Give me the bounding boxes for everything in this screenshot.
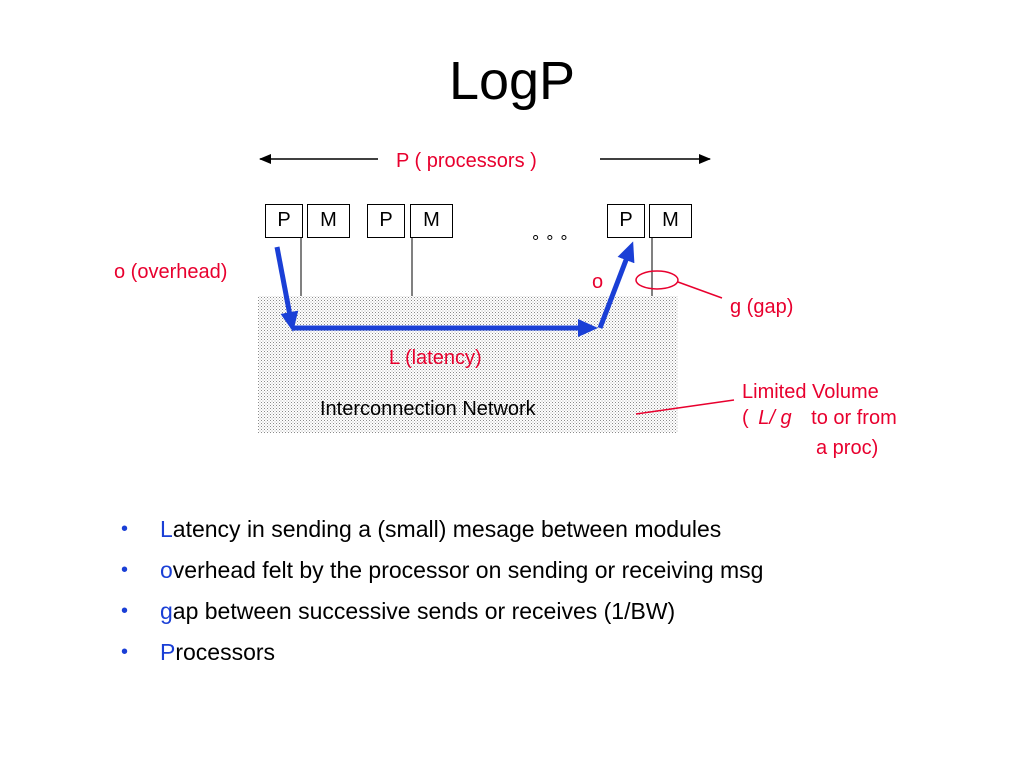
processor-box-2: P <box>367 204 405 238</box>
limited-volume-line2: ( L/ g to or from <box>742 406 897 430</box>
bullet-lead-letter: L <box>160 516 173 542</box>
volume-open-paren: ( <box>742 407 749 429</box>
gap-leader-line <box>677 281 723 299</box>
bullet-glyph: • <box>121 518 129 540</box>
limited-volume-line3: a proc) <box>816 437 879 459</box>
processor-box-1: P <box>265 204 303 238</box>
list-item: • Latency in sending a (small) mesage bet… <box>118 509 968 550</box>
interconnection-network-region <box>258 296 678 433</box>
more-nodes-ellipsis: ° ° ° <box>532 232 569 252</box>
slide-title: LogP <box>448 51 576 111</box>
memory-box-1: M <box>307 204 350 238</box>
bullet-lead-letter: P <box>160 639 176 665</box>
limited-volume-label: Limited Volume <box>742 381 879 403</box>
volume-direction: to or from <box>811 407 897 429</box>
volume-ratio: L/ g <box>758 407 792 429</box>
overhead-label: o (overhead) <box>114 261 228 283</box>
bullet-lead-letter: g <box>160 598 173 624</box>
volume-leader-line <box>635 399 735 415</box>
list-item: • overhead felt by the processor on sendi… <box>118 550 968 591</box>
bullet-glyph: • <box>121 641 129 663</box>
overhead-receive-arrow <box>597 241 635 329</box>
bullet-glyph: • <box>121 559 129 581</box>
latency-label: L (latency) <box>389 347 482 369</box>
bullet-text: ap between successive sends or receives … <box>172 598 676 624</box>
list-item: • Processors <box>118 632 968 673</box>
definition-list: • Latency in sending a (small) mesage bet… <box>118 509 968 673</box>
gap-label: g (gap) <box>730 296 794 318</box>
bullet-glyph: • <box>121 600 129 622</box>
network-label: Interconnection Network <box>320 398 536 420</box>
bullet-lead-letter: o <box>160 557 173 583</box>
processors-label: P ( processors ) <box>396 150 537 172</box>
list-item: • gap between successive sends or receive… <box>118 591 968 632</box>
overhead-send-arrow <box>274 246 299 332</box>
bullet-text: rocessors <box>175 639 276 665</box>
memory-box-3: M <box>649 204 692 238</box>
bullet-text: atency in sending a (small) mesage betwe… <box>172 516 722 542</box>
bullet-text: verhead felt by the processor on sending… <box>172 557 764 583</box>
receive-overhead-label: o <box>592 271 604 293</box>
memory-box-2: M <box>410 204 453 238</box>
processor-box-3: P <box>607 204 645 238</box>
gap-marker-ellipse <box>635 270 679 290</box>
